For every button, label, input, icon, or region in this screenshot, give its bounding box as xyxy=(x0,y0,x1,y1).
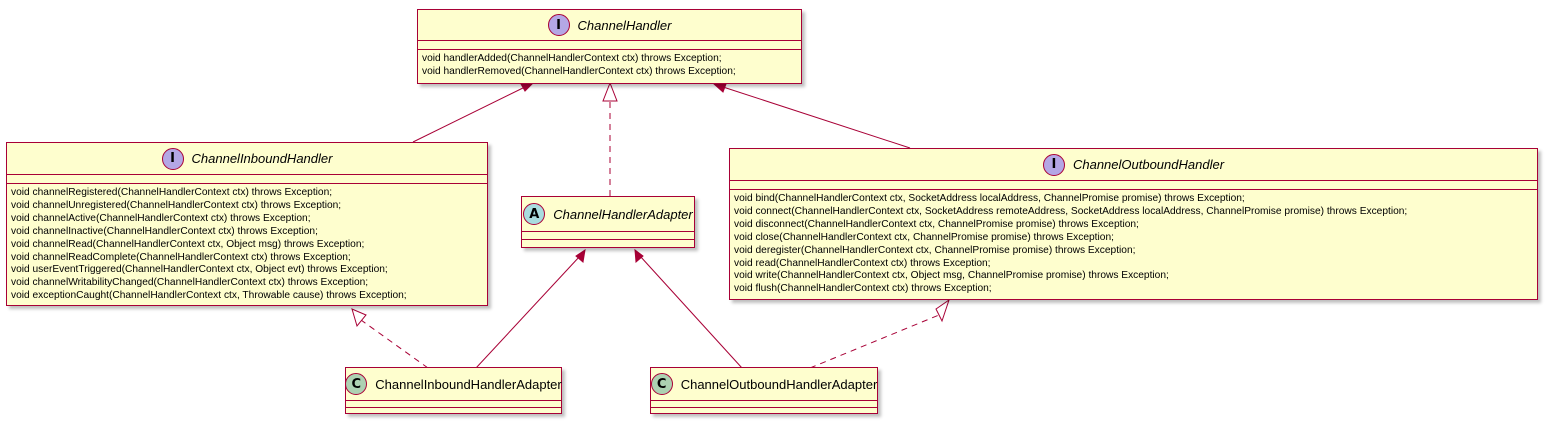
edge-inbound-to-handler xyxy=(412,85,528,143)
fields-compartment xyxy=(346,400,561,407)
class-header: A ChannelHandlerAdapter xyxy=(522,197,694,231)
methods-compartment xyxy=(651,407,877,414)
methods-compartment xyxy=(346,407,561,414)
class-name: ChannelInboundHandlerAdapter xyxy=(375,376,562,392)
class-name: ChannelHandlerAdapter xyxy=(553,206,693,222)
method: void read(ChannelHandlerContext ctx) thr… xyxy=(734,257,991,269)
class-channel-outbound-handler-adapter[interactable]: C ChannelOutboundHandlerAdapter xyxy=(650,367,878,414)
class-name: ChannelInboundHandler xyxy=(191,151,333,166)
method: void flush(ChannelHandlerContext ctx) th… xyxy=(734,283,992,295)
fields-compartment xyxy=(418,40,801,49)
edge-inbound-adapter-to-adapter xyxy=(475,255,581,369)
class-header: C ChannelOutboundHandlerAdapter xyxy=(650,368,878,400)
method: void handlerAdded(ChannelHandlerContext … xyxy=(422,53,722,64)
method: void channelWritabilityChanged(ChannelHa… xyxy=(11,277,369,289)
arrowhead-filled xyxy=(712,83,727,93)
edge-outbound-adapter-to-adapter xyxy=(639,255,743,369)
class-name: ChannelOutboundHandlerAdapter xyxy=(680,376,878,392)
class-channel-inbound-handler-adapter[interactable]: C ChannelInboundHandlerAdapter xyxy=(345,367,562,414)
fields-compartment xyxy=(7,174,487,183)
class-icon: C xyxy=(650,373,673,395)
interface-icon: I xyxy=(1042,153,1065,176)
edge-outbound-to-handler xyxy=(719,85,911,149)
class-channel-handler-adapter[interactable]: A ChannelHandlerAdapter xyxy=(521,196,695,248)
abstract-icon: A xyxy=(523,203,546,225)
arrowhead-filled xyxy=(520,82,535,92)
method: void handlerRemoved(ChannelHandlerContex… xyxy=(422,65,736,77)
method: void channelInactive(ChannelHandlerConte… xyxy=(11,225,318,237)
method: void userEventTriggered(ChannelHandlerCo… xyxy=(11,264,388,276)
methods-compartment xyxy=(522,239,694,247)
fields-compartment xyxy=(730,180,1537,189)
class-channel-inbound-handler[interactable]: I ChannelInboundHandler void channelRegi… xyxy=(6,142,488,306)
class-header: C ChannelInboundHandlerAdapter xyxy=(345,368,562,400)
class-name: ChannelOutboundHandler xyxy=(1072,157,1225,172)
class-channel-handler[interactable]: I ChannelHandler void handlerAdded(Chann… xyxy=(417,9,802,84)
method: void channelReadComplete(ChannelHandlerC… xyxy=(11,251,351,263)
edge-outbound-adapter-implements xyxy=(809,314,940,369)
class-header: I ChannelOutboundHandler xyxy=(730,149,1537,180)
class-name: ChannelHandler xyxy=(577,17,672,33)
method: void channelRead(ChannelHandlerContext c… xyxy=(11,238,365,250)
interface-icon: I xyxy=(161,147,184,170)
arrowhead-filled xyxy=(575,248,586,263)
class-header: I ChannelHandler xyxy=(418,10,801,40)
fields-compartment xyxy=(522,231,694,239)
method: void write(ChannelHandlerContext ctx, Ob… xyxy=(734,270,1169,282)
methods-compartment: void channelRegistered(ChannelHandlerCon… xyxy=(7,183,487,307)
method: void channelActive(ChannelHandlerContext… xyxy=(11,212,311,224)
arrowhead-hollow xyxy=(935,298,950,323)
method: void channelRegistered(ChannelHandlerCon… xyxy=(11,187,333,198)
method: void exceptionCaught(ChannelHandlerConte… xyxy=(11,290,407,302)
method: void deregister(ChannelHandlerContext ct… xyxy=(734,244,1136,256)
method: void channelUnregistered(ChannelHandlerC… xyxy=(11,199,342,211)
edge-inbound-adapter-implements xyxy=(360,319,429,369)
class-icon: C xyxy=(345,373,368,395)
interface-icon: I xyxy=(547,14,570,36)
arrowhead-filled xyxy=(634,248,644,264)
arrowhead-hollow xyxy=(602,81,618,102)
arrowhead-hollow xyxy=(351,308,367,328)
methods-compartment: void bind(ChannelHandlerContext ctx, Soc… xyxy=(730,189,1537,300)
fields-compartment xyxy=(651,400,877,407)
method: void close(ChannelHandlerContext ctx, Ch… xyxy=(734,231,1114,243)
class-header: I ChannelInboundHandler xyxy=(7,143,487,174)
method: void disconnect(ChannelHandlerContext ct… xyxy=(734,218,1139,230)
method: void bind(ChannelHandlerContext ctx, Soc… xyxy=(734,193,1245,204)
method: void connect(ChannelHandlerContext ctx, … xyxy=(734,205,1408,217)
methods-compartment: void handlerAdded(ChannelHandlerContext … xyxy=(418,49,801,83)
class-channel-outbound-handler[interactable]: I ChannelOutboundHandler void bind(Chann… xyxy=(729,148,1538,300)
